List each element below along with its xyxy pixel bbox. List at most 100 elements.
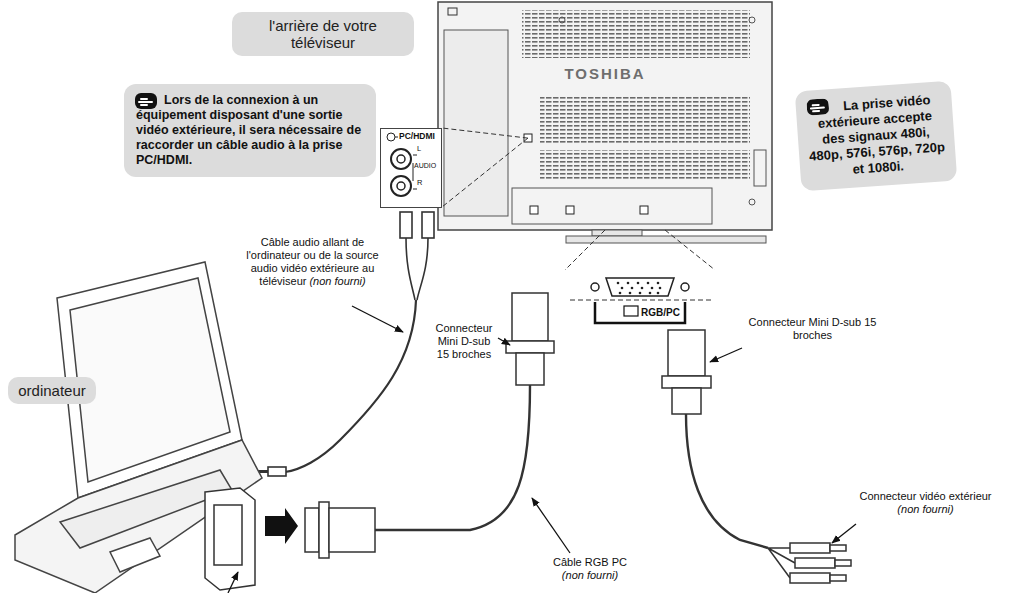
vga-connector-part [830,575,846,581]
dashed-leader-part [570,300,712,301]
heading-band: l'arrière de votre téléviseur [232,12,414,56]
vga-connector-part [790,573,830,583]
audio-cable-part [268,467,286,476]
vga-port-part-part [631,287,634,290]
port-tab-part [624,306,638,316]
vga-connector-part [512,293,548,341]
audio-label: AUDIO [414,162,436,170]
channel-label: R [417,179,422,187]
vga-port-part-part [657,292,660,295]
note-callout: Lors de la connexion à un équipement dis… [124,84,376,177]
laptop-part [110,538,160,572]
vga-connector-part [662,376,711,388]
leader-arrow-part [228,572,238,593]
vga-connector-part [506,341,554,353]
port-name: RGB/PC [641,307,680,318]
vga-port-part [606,278,674,296]
dvi-adapter-part [265,508,298,544]
leader-arrow-part [532,498,570,553]
vga-port-part-part [621,287,624,290]
vga-connector [305,293,851,583]
leader-arrow-part [352,306,403,332]
tv-back-part [566,236,766,243]
leader-arrow-part [710,348,742,362]
vga-connector-part [305,508,319,552]
vga-connector-part [686,414,768,548]
tv-back-part [566,206,574,214]
note-text: (non fourni) [535,569,645,582]
vga-connector-part [672,388,701,414]
vga-port-part-part [657,282,660,285]
label-group: Connecteur vidéo extérieur(non fourni) [838,490,1013,516]
label-group: Connecteur Mini D-sub 15 broches [740,316,885,342]
vga-connector-part [329,508,375,552]
audio-cable-part [285,300,416,472]
tv-back-part [444,30,508,216]
tv-back-part [540,95,750,145]
tv-back-part [448,8,457,15]
vga-port-part-part [651,287,654,290]
tv-back-part [522,10,750,58]
vga-port-part-part [627,282,630,285]
tv-back [438,2,772,243]
vga-port-part-part [617,282,620,285]
vga-port-part-part [619,292,622,295]
vga-port-part-part [659,287,662,290]
vga-port-part [617,282,662,295]
dashed-leader-part [665,230,715,270]
rca-jack [397,155,405,163]
tv-back-part [592,230,642,236]
band-text: l'arrière de votre téléviseur [240,17,406,51]
vga-port-part-part [647,282,650,285]
input-symbol [387,133,395,141]
vga-connector-part [668,330,705,376]
label-group: Câble audio allant de l'ordinateur ou de… [245,236,380,288]
laptop [15,262,262,593]
tv-back-part [530,206,538,214]
audio-cable-part [406,238,415,300]
vga-port [591,278,689,296]
label-group: Connecteur Mini D-sub 15 broches [432,322,496,361]
port-tab [595,302,685,323]
tv-back-part [559,17,565,23]
vga-connector-part [319,502,329,558]
port-tab-part [595,302,685,323]
vga-connector-part [830,545,846,551]
vga-connector-part [790,543,830,553]
vga-connector-part [375,385,530,530]
vga-port-part-part [639,292,642,295]
tv-back-part [749,17,755,23]
leader-arrow-part [498,338,510,345]
note-text: (non fourni) [838,503,1013,516]
label-group: Câble RGB PC(non fourni) [535,556,645,582]
tv-back-part [749,199,755,205]
leader-arrow [228,306,856,593]
hand-icon [135,93,157,109]
zoom-leader [442,128,528,138]
hand-icon [135,93,157,109]
tv-back-part [754,150,766,186]
audio-cable-part [417,238,428,300]
audio-cable-part [422,212,434,238]
input-symbol [395,137,398,138]
vga-port-part [591,283,599,291]
note-text: (non fourni) [309,275,365,287]
tv-back-part [512,188,712,224]
note-text: Lors de la connexion à un équipement dis… [136,93,366,168]
note-callout: La prise vidéo extérieure accepte des si… [795,81,958,192]
vga-connector-part [516,353,544,385]
audio-cable-part [400,212,412,238]
tv-body: TOSHIBA [438,2,772,230]
tv-back-part [438,2,772,230]
vga-connector-part [835,560,851,566]
rca-jack [391,149,411,169]
connector-label: Connecteur Mini D-sub 15 broches [432,322,496,361]
vga-port-part-part [649,292,652,295]
connector-label: Connecteur vidéo extérieur [838,490,1013,503]
jack-name: PC/HDMI [399,132,435,141]
tv-back-part [640,206,648,214]
zoom-leader [565,230,605,270]
